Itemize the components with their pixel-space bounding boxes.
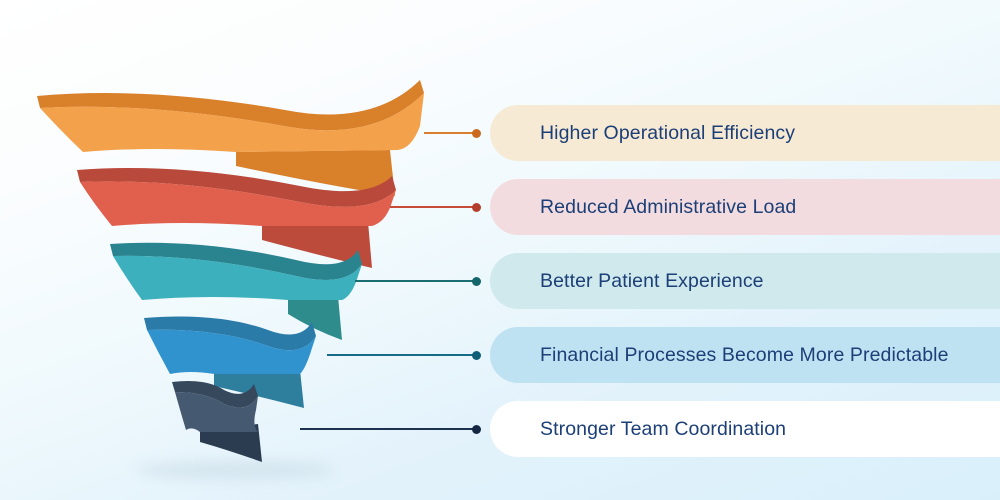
band-orange-face [40,93,424,152]
band-red-face [80,181,396,226]
band-navy [172,381,262,462]
benefit-pill[interactable]: Reduced Administrative Load [490,179,1000,235]
benefit-row: Stronger Team Coordination [0,401,1000,457]
band-orange-tail [236,150,395,196]
band-orange [37,80,424,196]
benefit-row: Financial Processes Become More Predicta… [0,327,1000,383]
connector-line [327,354,480,356]
band-blue-tail [214,370,304,408]
benefit-pill[interactable]: Higher Operational Efficiency [490,105,1000,161]
benefit-row: Better Patient Experience [0,253,1000,309]
connector-dot [472,424,481,434]
benefit-pill[interactable]: Better Patient Experience [490,253,1000,309]
connector-line [390,206,480,208]
band-blue-edge [144,316,316,351]
connector-dot [472,202,481,212]
benefit-pill[interactable]: Financial Processes Become More Predicta… [490,327,1000,383]
band-red-tail [262,222,372,268]
band-teal-face [113,255,362,300]
band-navy-tail [200,424,262,462]
band-navy-edge [172,381,258,408]
band-teal-tail [288,296,342,340]
benefit-label: Financial Processes Become More Predicta… [540,343,949,366]
benefit-row: Reduced Administrative Load [0,179,1000,235]
band-blue [144,316,316,408]
connector-line [300,428,480,430]
benefit-label: Better Patient Experience [540,269,764,292]
connector-line [424,132,480,134]
benefit-label: Reduced Administrative Load [540,195,797,218]
band-red [77,168,396,268]
connector-dot [472,350,481,360]
band-teal-edge [110,242,362,280]
benefit-label: Higher Operational Efficiency [540,121,796,144]
funnel-ground-shadow [135,461,335,479]
benefit-pill[interactable]: Stronger Team Coordination [490,401,1000,457]
benefit-row: Higher Operational Efficiency [0,105,1000,161]
connector-dot [472,128,481,138]
connector-line [355,280,480,282]
connector-dot [472,276,481,286]
band-blue-face [147,329,316,374]
band-teal [110,242,362,340]
band-red-edge [77,168,396,207]
band-navy-face [175,392,258,432]
band-orange-edge [37,80,424,131]
benefit-label: Stronger Team Coordination [540,417,787,440]
